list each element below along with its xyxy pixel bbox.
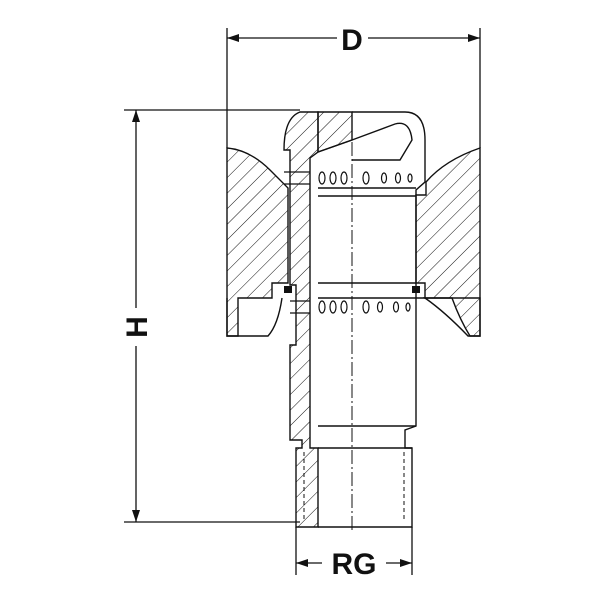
dimension-rg (295, 527, 413, 575)
stem-wall (283, 111, 319, 528)
dimension-d (226, 28, 481, 148)
dimension-d-label: D (341, 24, 363, 57)
valve-body-outline (317, 111, 426, 528)
lower-ports (290, 300, 411, 314)
valve-body-section (283, 111, 353, 528)
dimension-h-label: H (121, 316, 154, 338)
seals (284, 286, 420, 293)
housing-lower-lip (226, 297, 481, 337)
housing-left (226, 147, 289, 337)
upper-ports (284, 171, 413, 185)
housing-section (226, 147, 481, 337)
housing-right (415, 147, 481, 337)
dimension-rg-label: RG (332, 548, 377, 581)
dimension-h (124, 109, 300, 523)
thread (303, 452, 405, 522)
